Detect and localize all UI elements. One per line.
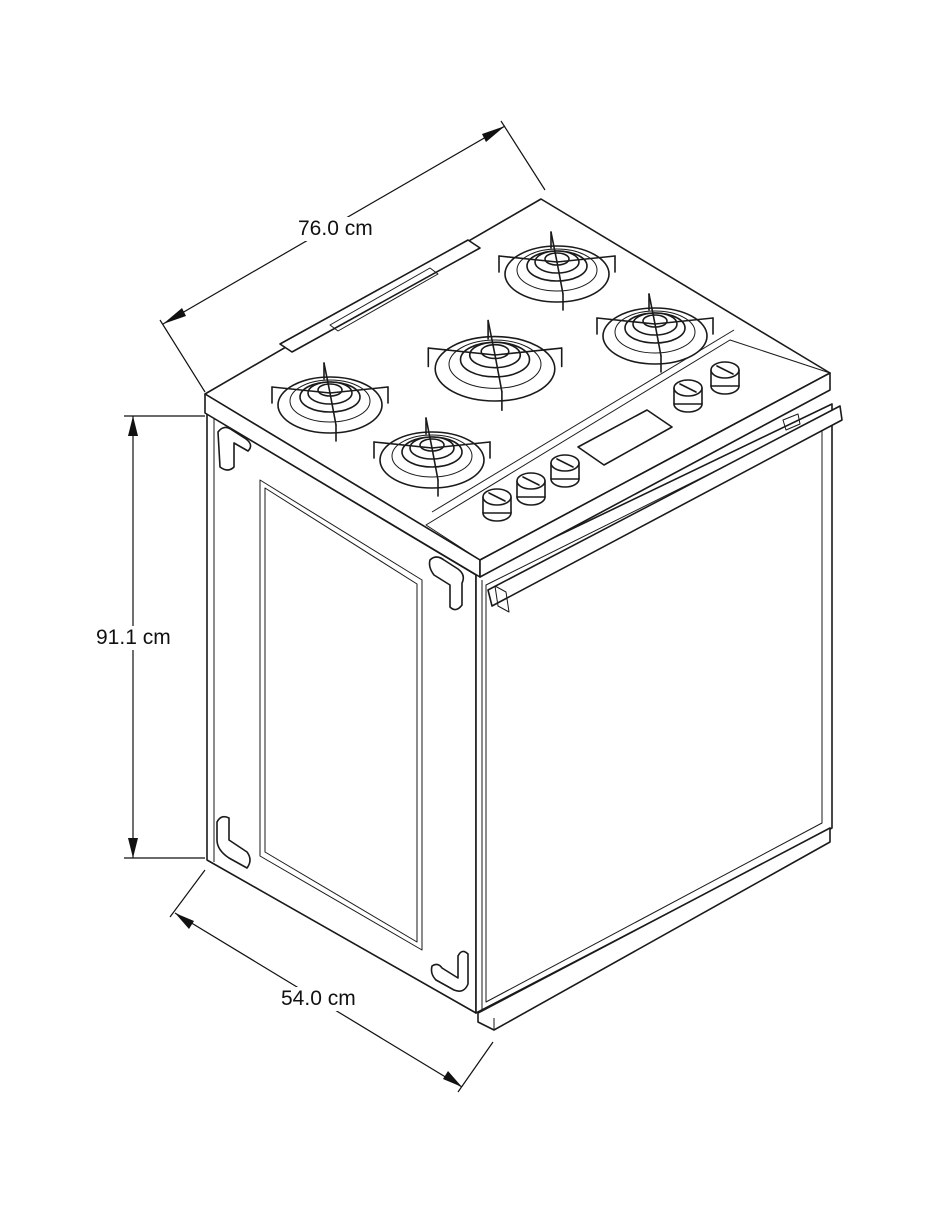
burners [271, 231, 714, 497]
control-knobs [482, 361, 740, 522]
stove-body [204, 198, 843, 1031]
oven-handle [487, 405, 843, 607]
burner-icon [427, 319, 563, 412]
burner-icon [271, 362, 389, 442]
side-bracket-icon [430, 950, 469, 992]
width-label: 76.0 cm [295, 217, 376, 241]
control-knob-icon[interactable] [516, 472, 546, 506]
burner-icon [373, 417, 491, 497]
depth-dimension [169, 869, 494, 1093]
control-panel [425, 339, 831, 561]
kick-plate [477, 827, 831, 1031]
depth-label: 54.0 cm [278, 987, 359, 1011]
burner-icon [498, 231, 616, 311]
side-bracket-icon [216, 815, 251, 869]
control-knob-icon[interactable] [673, 379, 703, 413]
side-bracket-icon [217, 426, 252, 471]
side-panel-recess [259, 479, 423, 951]
burner-icon [596, 293, 714, 373]
control-knob-icon[interactable] [550, 454, 580, 488]
side-bracket-icon [428, 556, 465, 611]
display-screen [577, 409, 673, 466]
control-knob-icon[interactable] [482, 488, 512, 522]
control-knob-icon[interactable] [710, 361, 740, 395]
height-label: 91.1 cm [93, 626, 174, 650]
